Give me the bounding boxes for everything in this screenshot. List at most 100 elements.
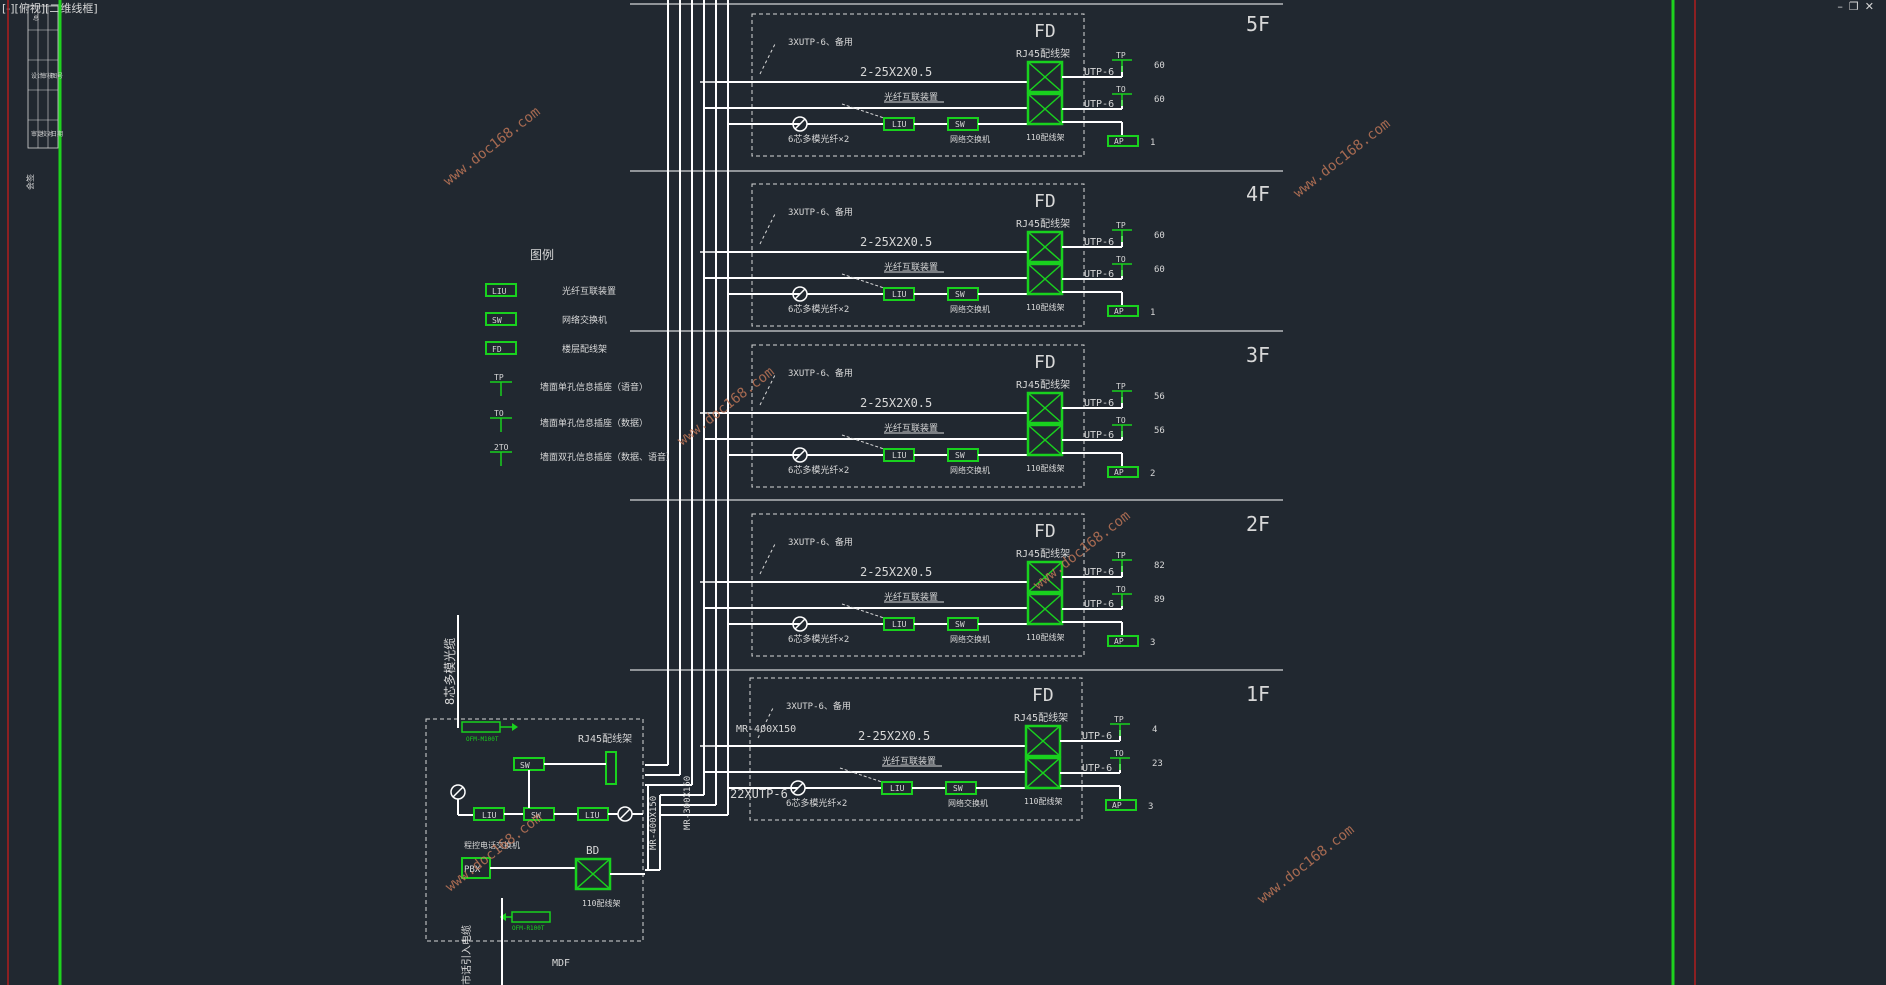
to-count: 89 — [1154, 595, 1165, 605]
fiber-label: 6芯多模光纤×2 — [788, 633, 849, 645]
fiber-label: 6芯多模光纤×2 — [788, 303, 849, 315]
cable-label: 2-25X2X0.5 — [860, 65, 932, 79]
window-controls[interactable]: –❐✕ — [1837, 0, 1880, 13]
liu-label: LIU — [892, 120, 907, 129]
watermark-6: www.doc168.com — [1255, 822, 1358, 907]
floor-1f: 1FFD3XUTP-6、备用RJ45配线架2-25X2X0.5光纤互联装置LIU… — [700, 677, 1270, 821]
sw-label: SW — [955, 620, 965, 629]
close-icon[interactable]: ✕ — [1864, 0, 1880, 13]
cable-label: 2-25X2X0.5 — [858, 729, 930, 743]
title-cell-6: 图号 — [51, 73, 63, 80]
watermark-5: www.doc168.com — [443, 810, 546, 895]
title-cell-0: 总 — [33, 14, 39, 22]
fd-enclosure — [751, 13, 1085, 157]
fd-enclosure — [751, 183, 1085, 327]
ap-label: AP — [1114, 637, 1124, 646]
legend-symbol-box — [485, 341, 517, 355]
viewport-title[interactable]: [-][俯视][二维线框] — [2, 2, 98, 15]
spare-cable-label: 3XUTP-6、备用 — [786, 700, 851, 712]
mdf-rj45-label: RJ45配线架 — [578, 732, 632, 745]
mr400-label: MR-400X150 — [736, 724, 796, 735]
tp-label: TP — [1116, 551, 1126, 560]
incoming-fiber-label: 8芯多模光缆 — [443, 638, 457, 705]
legend-symbol: TO — [494, 409, 504, 418]
legend-symbol: SW — [492, 316, 502, 325]
fiber-patch-label: 光纤互联装置 — [884, 91, 938, 103]
tp-label: TP — [1116, 51, 1126, 60]
fiber-patch-label: 光纤互联装置 — [882, 755, 936, 767]
utp-label-tp: UTP-6 — [1084, 567, 1114, 578]
legend-symbol: TP — [494, 373, 504, 382]
sw-label: SW — [953, 784, 963, 793]
switch-label: 网络交换机 — [950, 634, 990, 644]
restore-icon[interactable]: ❐ — [1848, 0, 1865, 13]
fd-label: FD — [1034, 21, 1056, 42]
spare-cable-label: 3XUTP-6、备用 — [788, 536, 853, 548]
ap-count: 3 — [1148, 802, 1153, 812]
fd-label: FD — [1034, 191, 1056, 212]
mdf-liu-1-label: LIU — [482, 811, 497, 820]
utp-label-to: UTP-6 — [1082, 763, 1112, 774]
pbx-label: PBX — [464, 865, 481, 875]
switch-label: 网络交换机 — [950, 304, 990, 314]
ap-count: 2 — [1150, 469, 1155, 479]
sw-label: SW — [955, 451, 965, 460]
ap-icon — [1107, 305, 1139, 317]
to-label: TO — [1114, 749, 1124, 758]
legend-item: TP 墙面单孔信息插座（语音） — [490, 373, 648, 396]
ap-icon — [1107, 135, 1139, 147]
riser-mr400-label: MR-400X150 — [649, 796, 659, 850]
ap-label: AP — [1114, 137, 1124, 146]
floor-label: 4F — [1246, 182, 1270, 206]
odf-bottom-icon — [511, 911, 551, 923]
program-switch-label: 程控电话交换机 — [464, 840, 520, 850]
utp-label-to: UTP-6 — [1084, 599, 1114, 610]
legend-text: 光纤互联装置 — [562, 285, 616, 297]
legend-text: 楼层配线架 — [562, 343, 607, 355]
mdf-110-label: 110配线架 — [582, 898, 620, 908]
utp-label-to: UTP-6 — [1084, 430, 1114, 441]
ap-icon — [1105, 799, 1137, 811]
floor-2f: 2FFD3XUTP-6、备用RJ45配线架2-25X2X0.5光纤互联装置LIU… — [700, 512, 1270, 657]
odf-bottom-label: OFM-R100T — [512, 925, 545, 932]
fd-label: FD — [1032, 685, 1054, 706]
fiber-patch-label: 光纤互联装置 — [884, 422, 938, 434]
utp-label-tp: UTP-6 — [1084, 237, 1114, 248]
tp-count: 4 — [1152, 725, 1157, 735]
rj45-label: RJ45配线架 — [1014, 711, 1068, 724]
mdf-room: 8芯多模光缆 OFM-M100T RJ45配线架 SW LIU SW LIU 程… — [425, 615, 693, 985]
cable-label: 2-25X2X0.5 — [860, 565, 932, 579]
spare-cable-label: 3XUTP-6、备用 — [788, 367, 853, 379]
legend-text: 墙面单孔信息插座（语音） — [540, 381, 648, 393]
ap-icon — [1107, 635, 1139, 647]
watermark-3: www.doc168.com — [675, 364, 778, 449]
mdf-sw-2-label: SW — [531, 811, 541, 820]
fiber-patch-label: 光纤互联装置 — [884, 591, 938, 603]
floor-3f: 3FFD3XUTP-6、备用RJ45配线架2-25X2X0.5光纤互联装置LIU… — [700, 343, 1270, 488]
odf-top-label: OFM-M100T — [466, 736, 499, 743]
switch-label: 网络交换机 — [950, 134, 990, 144]
floor-label: 1F — [1246, 682, 1270, 706]
tp-label: TP — [1116, 221, 1126, 230]
minimize-icon[interactable]: – — [1837, 0, 1849, 13]
fd-enclosure — [749, 677, 1083, 821]
fd-enclosure — [751, 344, 1085, 488]
fd-enclosure — [751, 513, 1085, 657]
ap-count: 1 — [1150, 308, 1155, 318]
legend-symbol-box — [485, 312, 517, 326]
utp-label-to: UTP-6 — [1084, 99, 1114, 110]
cable-label: 2-25X2X0.5 — [860, 396, 932, 410]
to-count: 23 — [1152, 759, 1163, 769]
watermark-2: www.doc168.com — [1291, 116, 1394, 201]
to-label: TO — [1116, 416, 1126, 425]
title-cell-2: 审核 — [41, 72, 53, 80]
legend-symbol: 2TO — [494, 443, 509, 452]
incoming-cable-label: 市话引入电缆 — [460, 925, 473, 985]
ap-count: 1 — [1150, 138, 1155, 148]
